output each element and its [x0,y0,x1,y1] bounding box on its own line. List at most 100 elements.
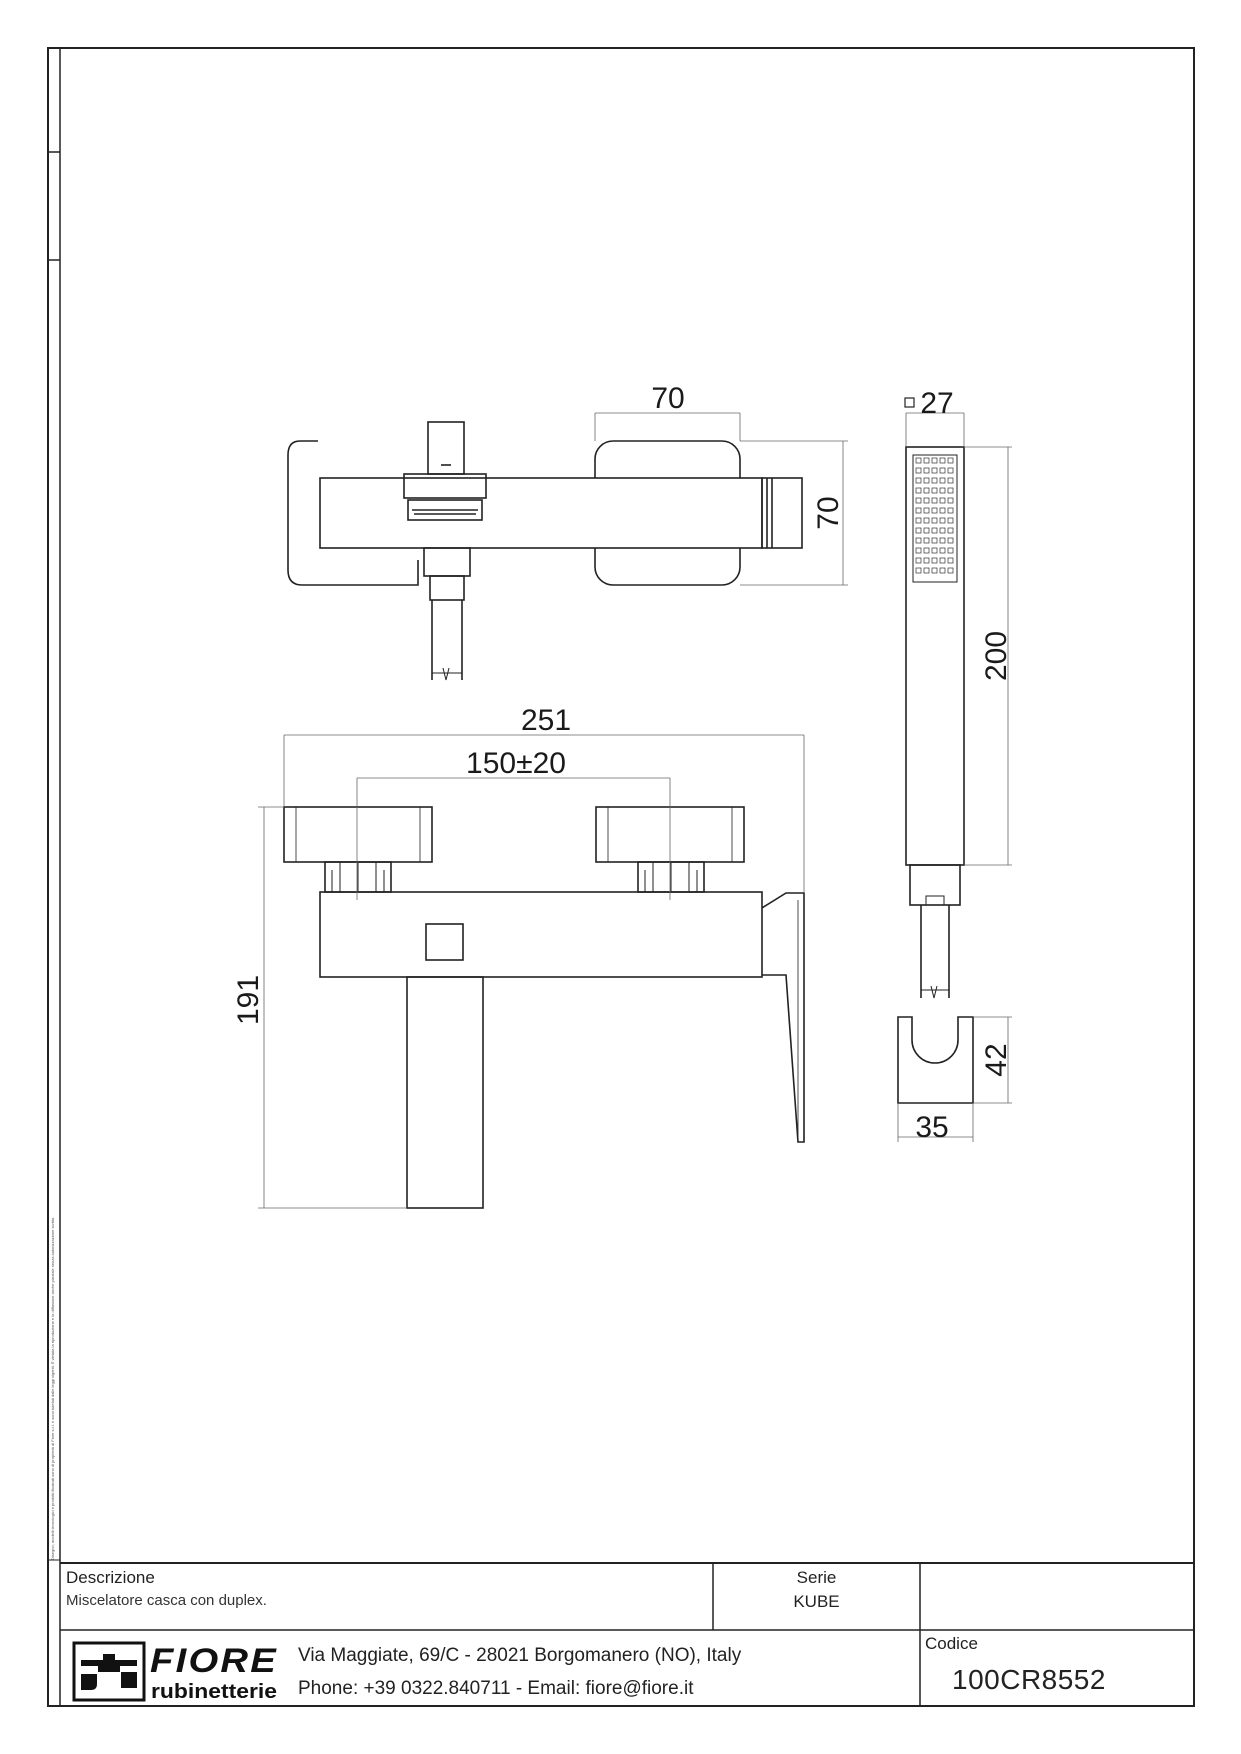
nozzle [947,537,954,544]
nozzle [947,497,954,504]
nozzle [915,557,922,564]
descrizione-value: Miscelatore casca con duplex. [66,1592,267,1609]
nozzle [931,517,938,524]
nozzle [923,567,930,574]
dim-handshower-length: 200 [980,631,1013,681]
dim-holder-width: 35 [915,1111,948,1144]
outlet-connector [423,547,471,577]
front-diverter-square [425,923,464,961]
front-left-handle [283,806,433,863]
nozzle [915,507,922,514]
top-view [287,421,803,681]
nozzle [915,547,922,554]
nozzle [939,477,946,484]
logo-subtext: rubinetterie [151,1681,277,1703]
dim-centres: 150±20 [466,747,566,780]
nozzle [923,497,930,504]
top-view-dimensions [594,412,848,586]
nozzle [931,457,938,464]
nozzle [931,467,938,474]
nozzle [931,477,938,484]
front-view-dimensions [258,734,805,1209]
nozzle [915,457,922,464]
nozzle [923,557,930,564]
nozzle [931,487,938,494]
nozzle [915,497,922,504]
nozzle [939,567,946,574]
codice-label: Codice [925,1634,978,1653]
nozzle [947,507,954,514]
nozzle [939,487,946,494]
front-spout [406,976,484,1209]
nozzle [931,507,938,514]
nozzle [931,567,938,574]
nozzle [923,507,930,514]
nozzle [947,517,954,524]
nozzle [947,527,954,534]
nozzle [939,507,946,514]
nozzle [923,467,930,474]
nozzle [939,537,946,544]
contact-line: Phone: +39 0322.840711 - Email: fiore@fi… [298,1678,694,1699]
nozzle [923,487,930,494]
nozzle [939,467,946,474]
nozzle [923,477,930,484]
faucet-icon [81,1654,137,1690]
nozzle [931,547,938,554]
nozzle [931,557,938,564]
front-wall-plate [761,892,805,1143]
nozzle [915,567,922,574]
nozzle [915,517,922,524]
hand-shower [905,446,965,999]
address-line: Via Maggiate, 69/C - 28021 Borgomanero (… [298,1645,742,1666]
diverter-knob [427,421,465,475]
front-view [283,806,805,1209]
nozzle [947,467,954,474]
right-cap [761,477,803,549]
dim-handshower-section: 27 [920,387,953,420]
nozzle [915,527,922,534]
dim-holder-height: 42 [980,1043,1013,1076]
hand-shower-nozzle-grid [915,457,954,574]
nozzle [939,547,946,554]
side-legal-note: Disegno, modelli tecnologici e prodotti … [50,1216,55,1560]
fiore-logo: FIORE rubinetterie [72,1641,277,1703]
nozzle [923,537,930,544]
nozzle [931,497,938,504]
nozzle [939,457,946,464]
codice-value: 100CR8552 [952,1664,1106,1695]
dim-overall-width: 251 [521,704,571,737]
dim-top-height: 70 [812,496,845,529]
sheet-frame [47,47,1195,1707]
nozzle [939,497,946,504]
nozzle [923,527,930,534]
nozzle [923,457,930,464]
serie-value: KUBE [793,1592,840,1611]
nozzle [947,457,954,464]
nozzle [931,537,938,544]
title-block-grid [60,1562,1194,1706]
nozzle [939,557,946,564]
nozzle [923,517,930,524]
nozzle [947,477,954,484]
descrizione-label: Descrizione [66,1568,155,1587]
nozzle [939,527,946,534]
left-handle-outline [287,440,419,586]
dim-overall-height: 191 [232,975,265,1025]
hand-shower-dimensions [897,397,1012,1142]
nozzle [947,567,954,574]
nozzle [923,547,930,554]
nozzle [947,547,954,554]
nozzle [947,557,954,564]
nozzle [915,487,922,494]
nozzle [915,467,922,474]
shower-holder [897,1016,974,1104]
nozzle [915,477,922,484]
hand-shower-body [905,446,965,866]
serie-label: Serie [796,1568,837,1587]
nozzle [931,527,938,534]
nozzle [939,517,946,524]
nozzle [915,537,922,544]
dim-top-width: 70 [651,382,684,415]
